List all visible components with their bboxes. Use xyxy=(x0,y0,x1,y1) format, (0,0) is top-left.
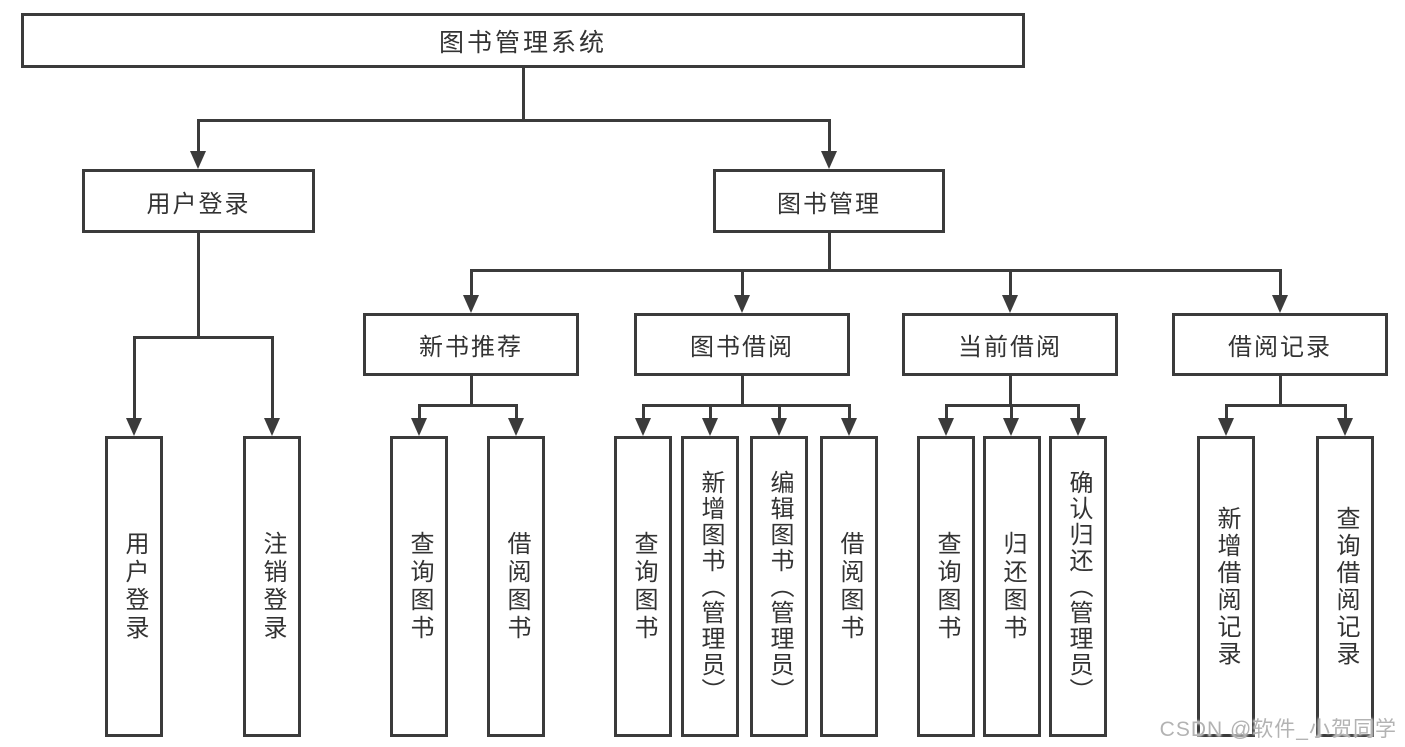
node-label: 图书借阅 xyxy=(690,334,794,361)
arrowhead-down-icon xyxy=(1272,295,1288,313)
node-borrowing-records: 借阅记录 xyxy=(1172,313,1388,376)
arrowhead-down-icon xyxy=(1218,418,1234,436)
arrowhead-down-icon xyxy=(463,295,479,313)
node-label: 查询图书 xyxy=(630,530,657,643)
node-book-management: 图书管理 xyxy=(713,169,945,233)
connector-vline xyxy=(469,270,473,299)
leaf-query-books-current: 查询图书 xyxy=(917,436,975,737)
node-label: 归还图书 xyxy=(999,530,1026,643)
connector-hline xyxy=(469,268,1282,272)
connector-vline xyxy=(944,405,948,422)
leaf-return-books: 归还图书 xyxy=(983,436,1041,737)
connector-vline xyxy=(1009,405,1013,422)
node-label: 确认归还（管理员） xyxy=(1065,469,1092,704)
connector-vline xyxy=(417,405,421,422)
node-label: 图书管理 xyxy=(777,190,881,218)
node-label: 图书管理系统 xyxy=(438,28,607,57)
node-label: 新增图书（管理员） xyxy=(697,469,724,704)
arrowhead-down-icon xyxy=(508,418,524,436)
node-current-borrowing: 当前借阅 xyxy=(902,313,1118,376)
connector-vline xyxy=(708,405,712,422)
connector-vline xyxy=(196,120,200,156)
node-label: 借阅图书 xyxy=(836,530,863,643)
node-label: 当前借阅 xyxy=(958,334,1062,361)
connector-vline xyxy=(1278,376,1282,407)
connector-hline xyxy=(641,403,851,407)
leaf-borrow-books-borrowing: 借阅图书 xyxy=(820,436,878,737)
node-label: 用户登录 xyxy=(146,190,251,218)
node-label: 新书推荐 xyxy=(419,334,523,361)
leaf-borrow-books-recommendation: 借阅图书 xyxy=(487,436,545,737)
connector-vline xyxy=(1076,405,1080,422)
leaf-edit-books-admin: 编辑图书（管理员） xyxy=(750,436,808,737)
node-library-management-system: 图书管理系统 xyxy=(21,13,1025,68)
node-new-book-recommendation: 新书推荐 xyxy=(363,313,579,376)
arrowhead-down-icon xyxy=(1003,418,1019,436)
arrowhead-down-icon xyxy=(1337,418,1353,436)
leaf-query-books-recommendation: 查询图书 xyxy=(390,436,448,737)
arrowhead-down-icon xyxy=(821,151,837,169)
connector-vline xyxy=(827,120,831,156)
connector-vline xyxy=(641,405,645,422)
connector-vline xyxy=(270,337,274,422)
connector-vline xyxy=(740,270,744,299)
connector-vline xyxy=(469,376,473,407)
node-label: 查询借阅记录 xyxy=(1332,505,1359,668)
node-label: 借阅记录 xyxy=(1228,334,1332,361)
node-label: 借阅图书 xyxy=(503,530,530,643)
leaf-add-books-admin: 新增图书（管理员） xyxy=(681,436,739,737)
connector-vline xyxy=(514,405,518,422)
node-label: 查询图书 xyxy=(406,530,433,643)
connector-vline xyxy=(196,233,200,339)
connector-hline xyxy=(132,335,274,339)
connector-vline xyxy=(521,68,525,121)
arrowhead-down-icon xyxy=(635,418,651,436)
connector-vline xyxy=(1278,270,1282,299)
leaf-query-borrow-record: 查询借阅记录 xyxy=(1316,436,1374,737)
connector-vline xyxy=(132,337,136,422)
node-label: 新增借阅记录 xyxy=(1213,505,1240,668)
node-label: 注销登录 xyxy=(259,530,286,643)
connector-hline xyxy=(196,118,831,122)
connector-hline xyxy=(944,403,1080,407)
arrowhead-down-icon xyxy=(1002,295,1018,313)
leaf-logout: 注销登录 xyxy=(243,436,301,737)
arrowhead-down-icon xyxy=(264,418,280,436)
arrowhead-down-icon xyxy=(1070,418,1086,436)
arrowhead-down-icon xyxy=(771,418,787,436)
csdn-watermark: CSDN @软件_小贺同学 xyxy=(1159,718,1397,741)
connector-vline xyxy=(740,376,744,407)
leaf-query-books-borrowing: 查询图书 xyxy=(614,436,672,737)
connector-hline xyxy=(417,403,518,407)
leaf-confirm-return-admin: 确认归还（管理员） xyxy=(1049,436,1107,737)
connector-vline xyxy=(1008,376,1012,407)
connector-hline xyxy=(1224,403,1347,407)
node-user-login: 用户登录 xyxy=(82,169,315,233)
connector-vline xyxy=(1343,405,1347,422)
leaf-user-login: 用户登录 xyxy=(105,436,163,737)
node-label: 查询图书 xyxy=(933,530,960,643)
leaf-add-borrow-record: 新增借阅记录 xyxy=(1197,436,1255,737)
arrowhead-down-icon xyxy=(190,151,206,169)
arrowhead-down-icon xyxy=(126,418,142,436)
connector-vline xyxy=(777,405,781,422)
connector-vline xyxy=(847,405,851,422)
connector-vline xyxy=(1224,405,1228,422)
connector-vline xyxy=(827,233,831,272)
node-label: 用户登录 xyxy=(121,530,148,643)
connector-vline xyxy=(1008,270,1012,299)
arrowhead-down-icon xyxy=(938,418,954,436)
arrowhead-down-icon xyxy=(411,418,427,436)
arrowhead-down-icon xyxy=(841,418,857,436)
arrowhead-down-icon xyxy=(734,295,750,313)
node-label: 编辑图书（管理员） xyxy=(766,469,793,704)
arrowhead-down-icon xyxy=(702,418,718,436)
node-book-borrowing: 图书借阅 xyxy=(634,313,850,376)
